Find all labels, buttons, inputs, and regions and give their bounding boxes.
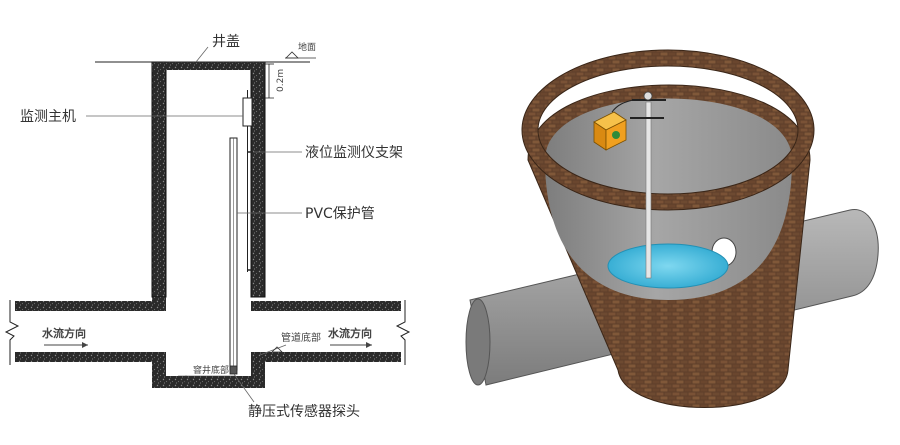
- label-bracket: 液位监测仪支架: [305, 145, 403, 161]
- manhole-wall-right: [250, 61, 266, 298]
- pipe-bottom-wall-left: [15, 352, 152, 362]
- pipe-bottom-marker: [271, 346, 283, 353]
- sump-floor: [152, 376, 265, 388]
- leader-probe: [233, 373, 255, 403]
- water-surface: [607, 243, 729, 289]
- section-drawing: 井盖 地面 0.2m 监测主机 液位监测仪支架 PVC保护管 水流方向 水流方向…: [4, 34, 411, 420]
- label-flow-right: 水流方向: [328, 326, 372, 340]
- label-pipe-bottom: 管道底部: [281, 331, 321, 344]
- monitoring-host-box: [242, 97, 253, 127]
- monitoring-host-device: [593, 111, 627, 151]
- pipe-top-wall-left-band: [15, 301, 166, 311]
- label-ground: 地面: [298, 41, 316, 53]
- manhole-3d-illustration: [465, 49, 879, 408]
- label-offset: 0.2m: [276, 69, 286, 92]
- label-flow-left: 水流方向: [42, 326, 86, 340]
- sensor-probe: [229, 365, 238, 375]
- leader-pipe-bottom: [259, 344, 287, 356]
- manhole-wall-left: [151, 61, 167, 298]
- break-mark-left: [4, 300, 20, 365]
- sewer-pipe-end: [465, 298, 491, 386]
- label-pvc-pipe: PVC保护管: [305, 206, 375, 222]
- manhole-collar: [152, 62, 265, 70]
- manhole-rim: [522, 50, 814, 210]
- leader-cover: [195, 46, 209, 63]
- cable-to-host: [611, 99, 634, 113]
- pipe-bottom-wall-right: [265, 352, 401, 362]
- pipe-top-wall-right-band: [251, 301, 401, 311]
- break-mark-right: [395, 300, 411, 365]
- label-well-cover: 井盖: [212, 34, 240, 50]
- label-well-bottom: 窨井底部: [193, 364, 229, 376]
- label-host: 监测主机: [20, 109, 76, 125]
- label-probe: 静压式传感器探头: [248, 403, 360, 420]
- ground-marker: [285, 51, 299, 59]
- bracket-pole: [645, 101, 652, 279]
- well-bottom-marker: [179, 375, 193, 383]
